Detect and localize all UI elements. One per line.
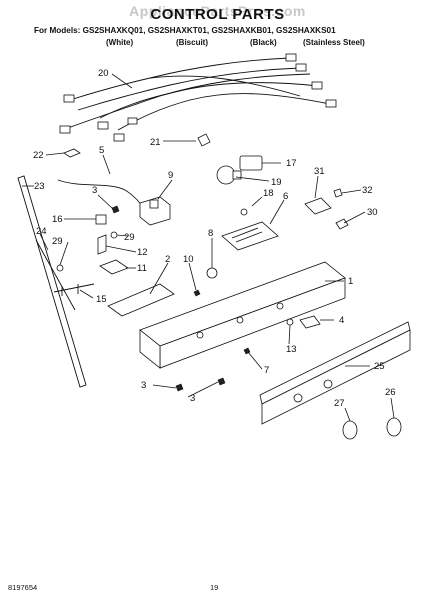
- variant-black: (Black): [250, 38, 277, 47]
- control-panel-part: [259, 321, 411, 425]
- callout-7: 7: [264, 365, 269, 376]
- callout-18: 18: [263, 188, 274, 199]
- callout-15: 15: [96, 294, 107, 305]
- watermark: AppliancePartsPros.com: [129, 3, 306, 19]
- callout-29: 29: [52, 236, 63, 247]
- screw-part: [286, 318, 294, 326]
- lamp-socket-part: [216, 155, 263, 185]
- callout-13: 13: [286, 344, 297, 355]
- variant-white: (White): [106, 38, 134, 47]
- document-number: 8197654: [8, 583, 38, 592]
- tube-part: [57, 179, 146, 211]
- control-board-part: [304, 197, 332, 215]
- callout-3: 3: [92, 185, 97, 196]
- callout-21: 21: [150, 137, 161, 148]
- models-line: For Models: GS2SHAXKQ01, GS2SHAXKT01, GS…: [34, 26, 336, 35]
- housing-part: [107, 283, 175, 317]
- control-housing-part: [139, 261, 346, 369]
- clip-part: [299, 315, 321, 329]
- callout-32: 32: [362, 185, 373, 196]
- knob-part: [206, 267, 218, 279]
- bracket-part: [63, 148, 81, 158]
- page-number: 19: [210, 583, 219, 592]
- callout-24: 24: [36, 226, 47, 237]
- callout-29: 29: [124, 232, 135, 243]
- rod-part: [35, 239, 76, 311]
- callout-23: 23: [34, 181, 45, 192]
- callout-19: 19: [271, 177, 282, 188]
- electronic-control-part: [221, 208, 279, 251]
- clip-part: [197, 133, 211, 147]
- callout-12: 12: [137, 247, 148, 258]
- screw-part: [193, 289, 201, 297]
- callout-6: 6: [283, 191, 288, 202]
- callout-8: 8: [208, 228, 213, 239]
- screw-part: [175, 383, 184, 392]
- callout-30: 30: [367, 207, 378, 218]
- callout-17: 17: [286, 158, 297, 169]
- callout-9: 9: [168, 170, 173, 181]
- screw-part: [333, 188, 343, 198]
- screw-part: [217, 377, 226, 386]
- screw-part: [111, 205, 120, 214]
- callout-3: 3: [141, 380, 146, 391]
- variant-stainless-steel: (Stainless Steel): [303, 38, 365, 47]
- bracket-assembly-part: [56, 214, 118, 272]
- callout-10: 10: [183, 254, 194, 265]
- callout-25: 25: [374, 361, 385, 372]
- callout-1: 1: [348, 276, 353, 287]
- switch-part: [139, 196, 171, 226]
- callout-2: 2: [165, 254, 170, 265]
- callout-31: 31: [314, 166, 325, 177]
- callout-5: 5: [99, 145, 104, 156]
- button-part: [342, 417, 402, 440]
- callout-20: 20: [98, 68, 109, 79]
- callout-22: 22: [33, 150, 44, 161]
- callout-4: 4: [339, 315, 344, 326]
- callout-27: 27: [334, 398, 345, 409]
- callout-11: 11: [137, 263, 147, 274]
- callout-26: 26: [385, 387, 396, 398]
- lever-part: [53, 283, 95, 296]
- callout-3: 3: [190, 393, 195, 404]
- callout-16: 16: [52, 214, 63, 225]
- page-title: CONTROL PARTS: [150, 6, 285, 23]
- wire-harness-part: [59, 53, 337, 142]
- callout-labels: 20 21 22 5 17 19 9 3 18 6 31 32 30 23 4 …: [33, 68, 396, 409]
- variant-biscuit: (Biscuit): [176, 38, 208, 47]
- dispenser-switch-part: [99, 259, 129, 275]
- connector-part: [335, 218, 349, 230]
- leader-lines: [22, 73, 395, 422]
- rail-part: [17, 175, 87, 388]
